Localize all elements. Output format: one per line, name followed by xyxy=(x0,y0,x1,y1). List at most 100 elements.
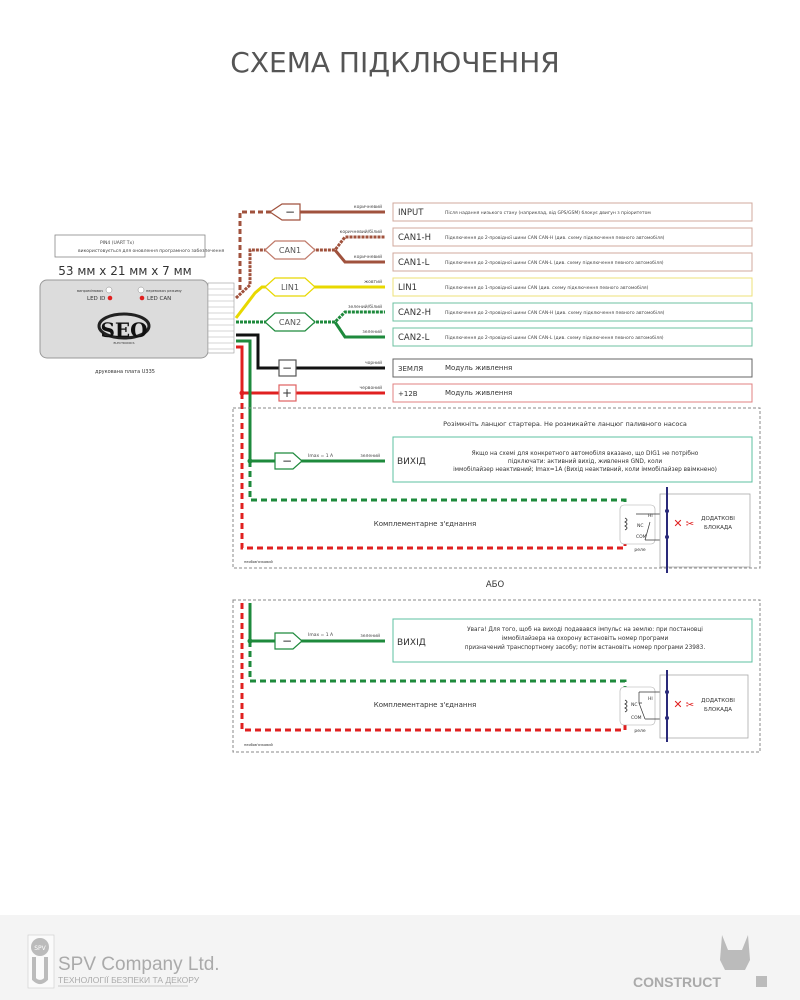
svg-text:LIN1: LIN1 xyxy=(398,283,417,293)
construct-logo xyxy=(720,935,750,970)
ground-tag xyxy=(278,359,297,377)
relay-2: NC НІ COM реле ✕ ✂ ДОДАТКОВІ БЛОКАДА xyxy=(619,670,749,742)
output-label: ВИХІД xyxy=(397,638,426,648)
scissors-icon: ✂ xyxy=(686,519,694,530)
svg-text:реле: реле xyxy=(634,729,646,734)
imax-label: Imax = 1 A xyxy=(308,453,334,459)
wire-row-12v: червоний +12В Модуль живлення xyxy=(360,383,753,403)
svg-text:COM: COM xyxy=(631,715,642,721)
construct-brand: CONSTRUCT xyxy=(633,974,721,990)
svg-text:CAN1-L: CAN1-L xyxy=(398,258,430,268)
led-indicator-white xyxy=(105,286,113,294)
section-1-header: Розімкніть ланцюг стартера. Не розмикайт… xyxy=(443,420,687,428)
led-id-small-label: випромінювач xyxy=(77,289,103,293)
svg-text:Після надання низького стану (: Після надання низького стану (наприклад,… xyxy=(445,210,651,216)
plus-icon: + xyxy=(282,386,292,400)
svg-text:червоний: червоний xyxy=(360,384,383,391)
minus-icon: − xyxy=(285,205,295,219)
wire-row-can2-h: зелений/білий CAN2-H Підключення до 2-пр… xyxy=(348,302,753,322)
pin-note-text: використовується для оновлення програмно… xyxy=(78,248,225,254)
wire-row-input: коричневий INPUT Після надання низького … xyxy=(354,202,753,222)
output-box-1 xyxy=(392,436,753,483)
or-label: АБО xyxy=(486,580,505,590)
output-tag-1 xyxy=(274,452,303,470)
svg-text:+12В: +12В xyxy=(398,390,418,398)
device-connector xyxy=(207,282,235,354)
lin1-label: LIN1 xyxy=(281,283,299,292)
svg-text:зелений: зелений xyxy=(362,328,382,335)
wire-lin1 xyxy=(234,285,385,319)
led-can-small-label: перемикач режиму xyxy=(146,289,182,293)
coil-icon xyxy=(624,699,628,713)
can2-label: CAN2 xyxy=(279,318,301,327)
svg-text:COM: COM xyxy=(636,534,647,540)
plus-tag xyxy=(278,384,297,402)
board-label: друкована плата U335 xyxy=(95,369,155,375)
svg-text:Підключення до 2-провідної шин: Підключення до 2-провідної шини CAN CAN-… xyxy=(445,260,664,266)
wire-output-1 xyxy=(236,339,385,463)
lin1-tag xyxy=(264,277,316,297)
svg-text:Увага! Для того, щоб на виході: Увага! Для того, щоб на виході подавався… xyxy=(467,627,703,633)
dimensions: 53 мм x 21 мм x 7 мм xyxy=(58,264,191,278)
svg-text:Модуль живлення: Модуль живлення xyxy=(445,364,512,372)
minus-icon: − xyxy=(282,634,292,648)
svg-text:коричневий: коричневий xyxy=(354,253,382,260)
svg-text:Підключення до 1-провідної шин: Підключення до 1-провідної шини CAN (див… xyxy=(445,285,649,291)
minus-icon: − xyxy=(282,454,292,468)
cut-x-icon: ✕ xyxy=(673,698,682,711)
svg-text:іммобілайзера на охорону встан: іммобілайзера на охорону встановіть номе… xyxy=(502,635,669,642)
relay-1: NC НІ COM реле ✕ ✂ ДОДАТКОВІ БЛОКАДА xyxy=(619,487,751,573)
svg-text:Підключення до 2-провідної шин: Підключення до 2-провідної шини CAN CAN-… xyxy=(445,310,665,316)
cut-x-icon: ✕ xyxy=(673,517,682,530)
svg-text:ДОДАТКОВІ: ДОДАТКОВІ xyxy=(701,516,735,522)
output-box-2 xyxy=(392,618,753,663)
wire-can2-l xyxy=(333,321,385,339)
pin-note-box xyxy=(54,234,206,258)
svg-text:NC: NC xyxy=(637,523,644,529)
svg-text:ЗЕМЛЯ: ЗЕМЛЯ xyxy=(398,365,423,373)
svg-text:Підключення до 2-провідної шин: Підключення до 2-провідної шини CAN CAN-… xyxy=(445,235,665,241)
wire-row-ground: чорний ЗЕМЛЯ Модуль живлення xyxy=(365,358,753,378)
wire-ground xyxy=(236,333,385,370)
pin-note-title: PIN4 (UART Tx) xyxy=(100,240,134,246)
svg-text:призначений транспортному засо: призначений транспортному засобу; потім … xyxy=(465,644,706,651)
led-indicator-white xyxy=(137,286,145,294)
svg-text:зелений/білий: зелений/білий xyxy=(348,303,382,310)
input-tag xyxy=(268,203,301,221)
seo-logo-swoosh xyxy=(97,312,151,340)
svg-text:жовтий: жовтий xyxy=(364,278,382,285)
optional-label: необов'язковий xyxy=(244,743,273,747)
wire-row-can1-h: коричневий/білий CAN1-H Підключення до 2… xyxy=(340,227,753,247)
imax-label: Imax = 1 A xyxy=(308,632,334,638)
seo-logo-sub: ELECTRONICS xyxy=(114,341,135,345)
wire-row-lin1: жовтий LIN1 Підключення до 1-провідної ш… xyxy=(364,277,753,297)
led-can-label: LED CAN xyxy=(147,296,171,302)
optional-label: необов'язковий xyxy=(244,560,273,564)
svg-text:NC: NC xyxy=(631,702,638,708)
led-id-label: LED ID xyxy=(87,296,105,302)
can1-tag xyxy=(264,240,316,260)
svg-text:підключати: активний вихід, жи: підключати: активний вихід, живлення GND… xyxy=(508,458,662,465)
can2-tag xyxy=(264,312,316,332)
footer: SPV SPV Company Ltd. ТЕХНОЛОГІЇ БЕЗПЕКИ … xyxy=(0,915,800,1000)
output-label: ВИХІД xyxy=(397,457,426,467)
section-2-frame xyxy=(232,599,761,753)
output-color-label: зелений xyxy=(360,632,380,639)
scissors-icon: ✂ xyxy=(686,700,694,711)
led-id-icon xyxy=(107,295,113,301)
svg-text:іммобілайзер неактивний; Imax=: іммобілайзер неактивний; Imax=1A (Вихід … xyxy=(453,466,717,473)
svg-text:коричневий: коричневий xyxy=(354,203,382,210)
coil-icon xyxy=(624,517,628,531)
wire-row-can1-l: коричневий CAN1-L Підключення до 2-прові… xyxy=(354,252,753,272)
svg-text:чорний: чорний xyxy=(365,359,382,366)
wire-row-can2-l: зелений CAN2-L Підключення до 2-провідно… xyxy=(362,327,753,347)
spv-badge: SPV xyxy=(34,945,46,952)
svg-text:CAN2-L: CAN2-L xyxy=(398,333,430,343)
page-title: СХЕМА ПІДКЛЮЧЕННЯ xyxy=(230,46,559,79)
complementary-label: Комплементарне з'єднання xyxy=(374,701,477,709)
output-tag-2 xyxy=(274,632,303,650)
svg-text:БЛОКАДА: БЛОКАДА xyxy=(704,525,732,531)
svg-text:БЛОКАДА: БЛОКАДА xyxy=(704,707,732,713)
section-1-frame xyxy=(232,407,761,569)
